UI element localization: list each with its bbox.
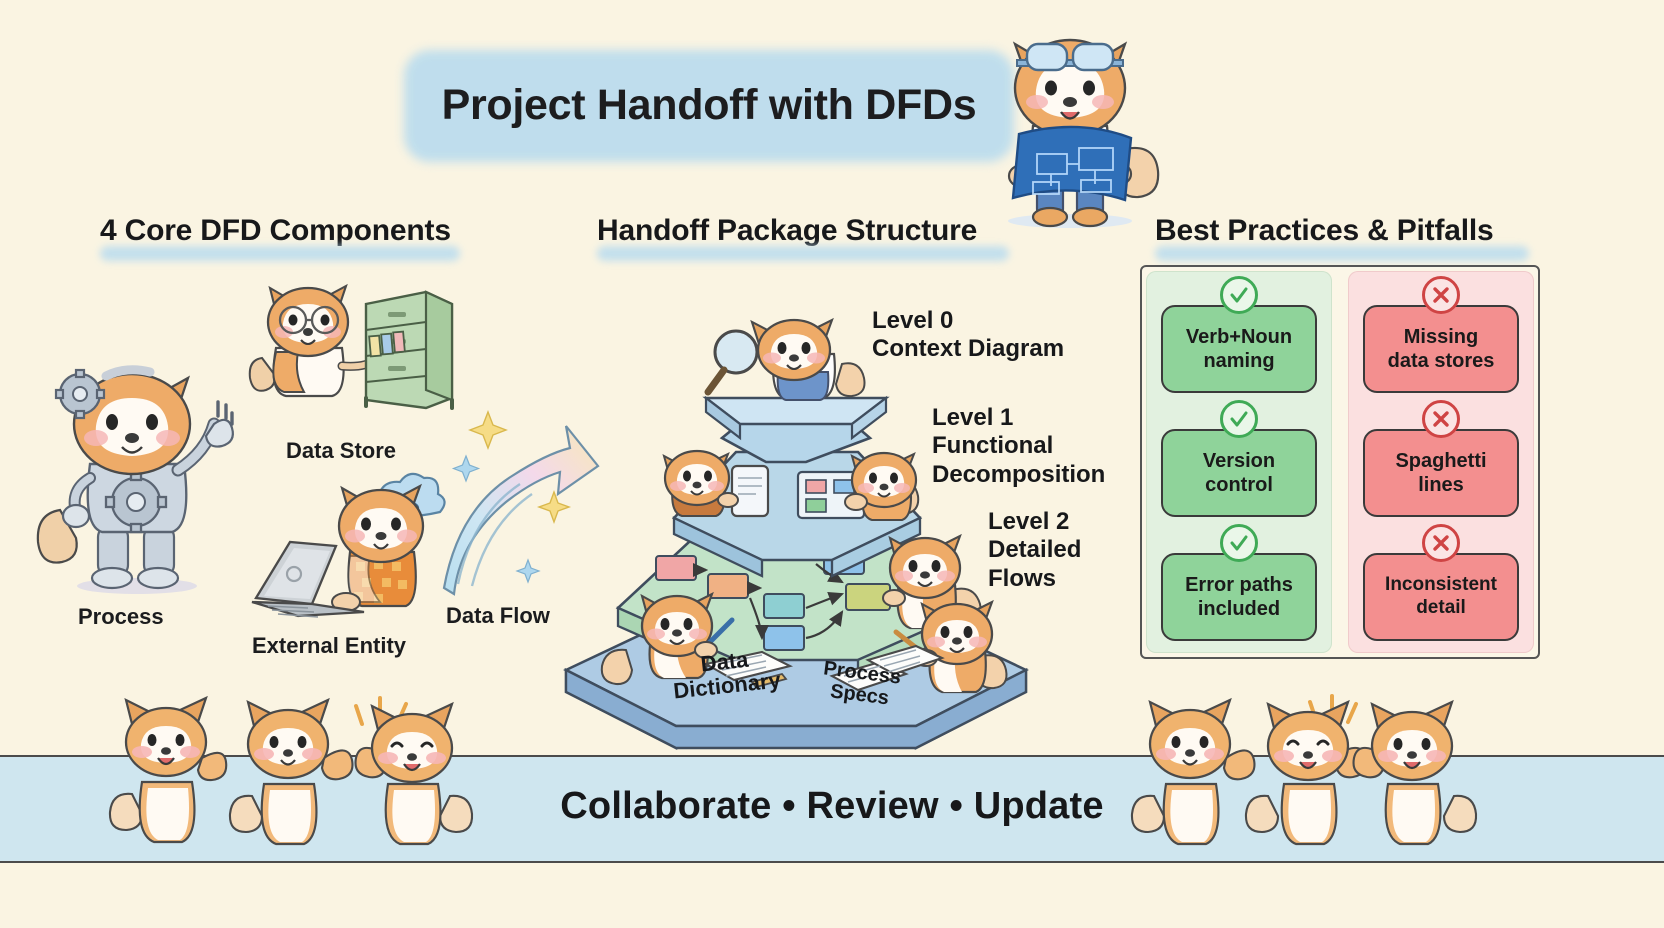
pyramid-level-0-line2: Context Diagram [872, 335, 1065, 363]
pyramid-level-1-label: Level 1 Functional Decomposition [932, 404, 1105, 489]
component-label-data-store: Data Store [286, 438, 397, 463]
pyramid-level-2-line2: Detailed [988, 536, 1082, 564]
best-practice-chip-3[interactable]: Error paths included [1161, 553, 1317, 641]
best-practice-chip-1[interactable]: Verb+Noun naming [1161, 305, 1317, 393]
waving-shiba-icon [108, 695, 228, 844]
shiba-laptop-icon [251, 472, 446, 618]
page-title: Project Handoff with DFDs [441, 80, 977, 129]
pyramid-base-label-process-specs: Process Specs [820, 657, 902, 710]
check-circle-icon-3 [1220, 524, 1258, 562]
engineer-shiba-blueprint-icon [1007, 38, 1160, 228]
cross-circle-icon-2 [1422, 400, 1460, 438]
pyramid-level-2-line3: Flows [988, 564, 1057, 592]
highfive-shiba-icon [354, 696, 474, 846]
heading-best-practices-wash [1155, 246, 1529, 261]
best-practice-3-line1: Error paths [1185, 574, 1293, 596]
handoff-pyramid-diagram [563, 317, 1029, 750]
best-practice-3-line2: included [1197, 598, 1281, 620]
pyramid-level-1-line2: Functional [932, 432, 1054, 460]
pitfall-1-line1: Missing [1403, 326, 1479, 348]
heading-handoff-structure: Handoff Package Structure [597, 214, 978, 247]
component-label-data-flow: Data Flow [446, 603, 550, 628]
component-label-external-entity: External Entity [252, 633, 407, 658]
check-circle-icon-2 [1220, 400, 1258, 438]
pitfall-2-line1: Spaghetti [1395, 450, 1487, 472]
best-practice-2-line1: Version [1202, 450, 1276, 472]
best-practice-2-line2: control [1205, 474, 1273, 496]
heading-core-components-wash [100, 246, 460, 261]
heading-handoff-structure-wash [597, 246, 1009, 261]
pitfall-3-line2: detail [1416, 597, 1466, 618]
highfive-shiba-icon-2 [1244, 694, 1368, 846]
pyramid-level-0-label: Level 0 Context Diagram [872, 307, 1064, 364]
cheering-shiba-icon [228, 697, 354, 846]
cross-circle-icon-1 [1422, 276, 1460, 314]
check-circle-icon-1 [1220, 276, 1258, 314]
pyramid-level-1-line1: Level 1 [932, 404, 1014, 431]
pyramid-level-2-label: Level 2 Detailed Flows [988, 508, 1081, 593]
banner-text: Collaborate • Review • Update [560, 784, 1104, 827]
cheering-shiba-icon-2 [1352, 699, 1478, 846]
waving-shiba-icon-2 [1130, 697, 1256, 846]
cross-circle-icon-3 [1422, 524, 1460, 562]
component-label-process: Process [78, 604, 164, 629]
pitfall-chip-1[interactable]: Missing data stores [1363, 305, 1519, 393]
heading-core-components: 4 Core DFD Components [100, 214, 451, 247]
pitfall-chip-2[interactable]: Spaghetti lines [1363, 429, 1519, 517]
title-highlight-wash [404, 50, 1014, 162]
pitfall-1-line2: data stores [1387, 350, 1495, 372]
pitfall-chip-3[interactable]: Inconsistent detail [1363, 553, 1519, 641]
rainbow-arrow-icon [442, 410, 600, 596]
heading-best-practices: Best Practices & Pitfalls [1155, 214, 1494, 247]
robot-shiba-gear-icon [36, 365, 234, 594]
pitfall-3-line1: Inconsistent [1385, 574, 1497, 596]
pyramid-level-1-line3: Decomposition [932, 460, 1106, 488]
pyramid-level-2-line1: Level 2 [988, 508, 1070, 535]
best-practice-chip-2[interactable]: Version control [1161, 429, 1317, 517]
best-practice-1-line2: naming [1203, 350, 1275, 372]
best-practice-1-line1: Verb+Noun [1185, 326, 1293, 348]
pitfall-2-line2: lines [1418, 474, 1464, 496]
filing-cabinet-icon [248, 283, 454, 410]
pyramid-level-0-line1: Level 0 [872, 307, 954, 334]
